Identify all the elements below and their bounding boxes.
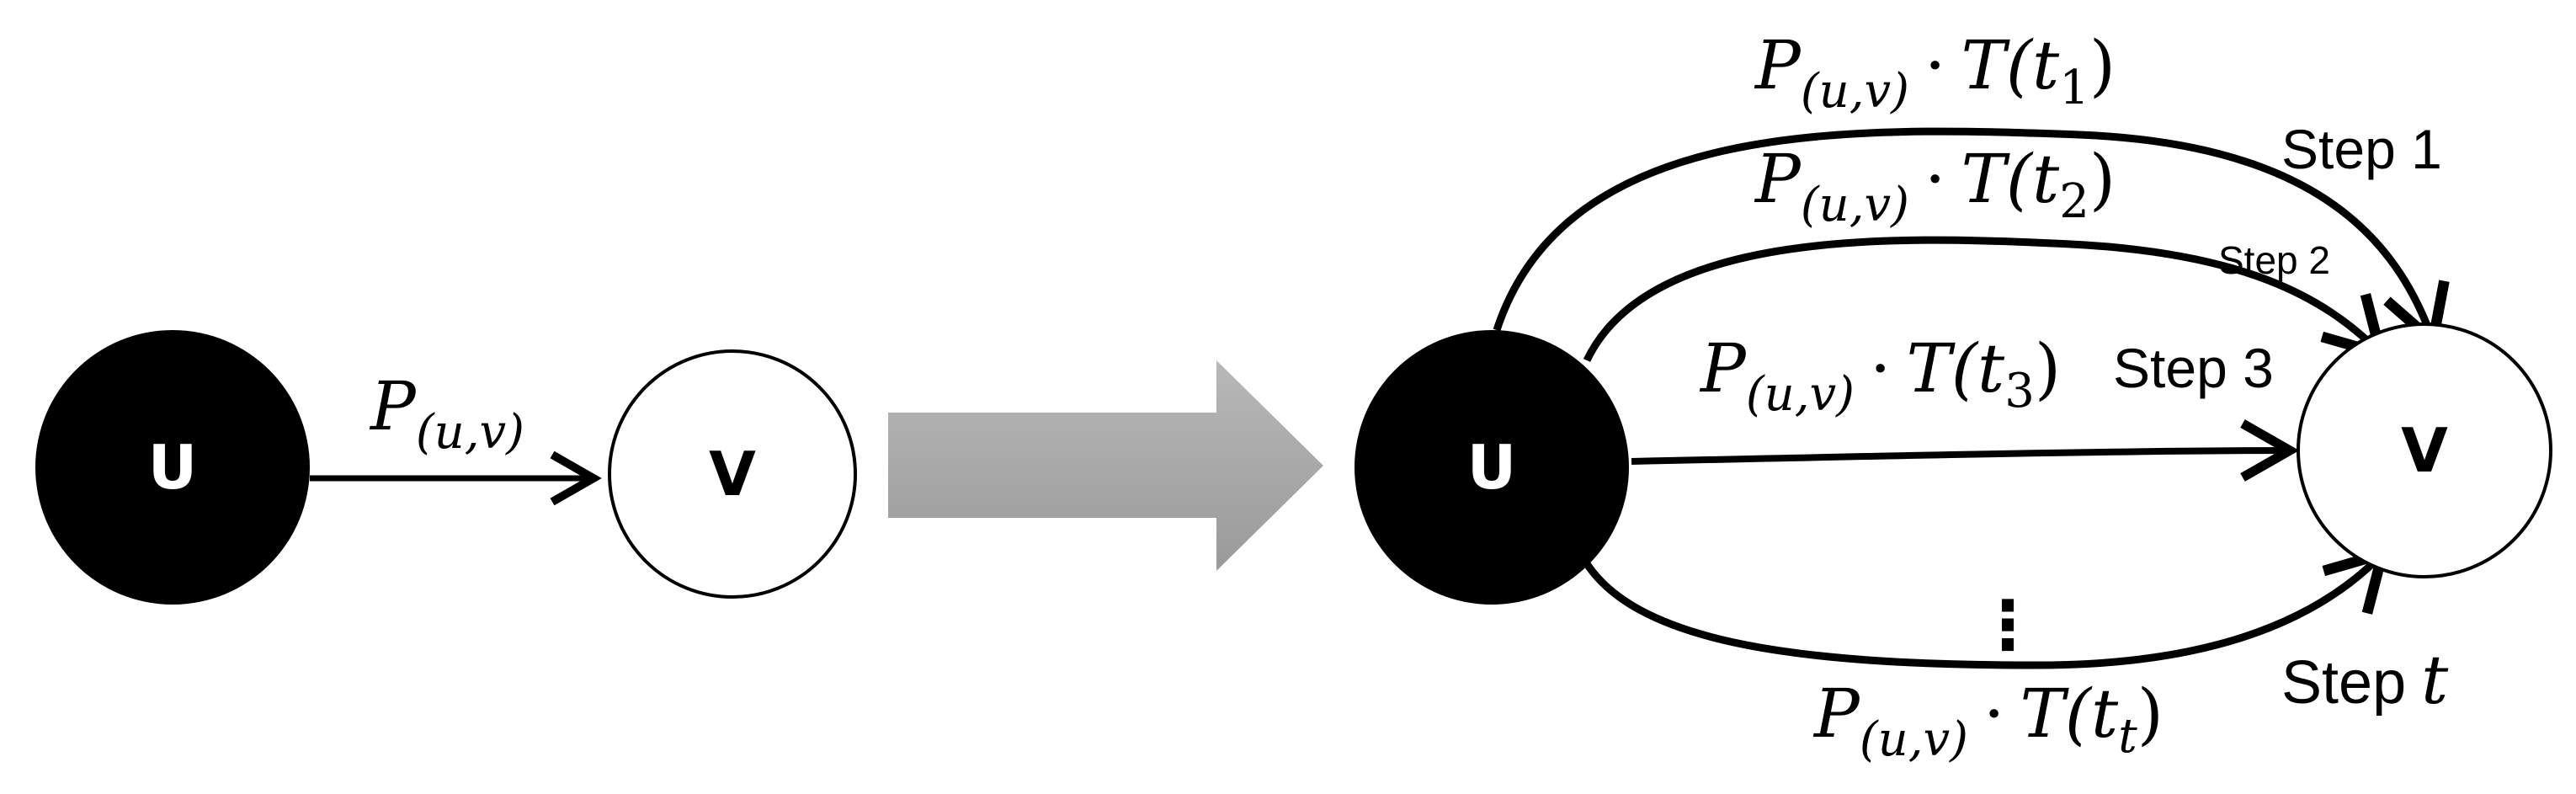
edge-label-3: P(u,v)·T(t3)	[1699, 329, 2061, 422]
step-label-2: Step 2	[2218, 238, 2330, 282]
edge-label-t: P(u,v)·T(tt)	[1812, 674, 2164, 767]
edge-step-2	[1583, 236, 2388, 362]
edge-label-2: P(u,v)·T(t2)	[1754, 140, 2116, 232]
left-graph: U P(u,v) V	[35, 330, 857, 605]
right-node-v	[2297, 322, 2552, 578]
left-node-u-label: U	[148, 432, 197, 503]
edge-label-1: P(u,v)·T(t1)	[1754, 26, 2116, 119]
left-node-u	[35, 330, 310, 605]
transform-arrow	[888, 360, 1323, 571]
edge-step-3	[1631, 419, 2300, 482]
left-edge-label: P(u,v)	[369, 367, 524, 460]
right-graph: U V P(u,v)·T(t1) Step 1 P(u,v)·T(t2) Ste…	[1355, 26, 2552, 767]
left-node-v	[608, 349, 857, 599]
edge-step-1	[1493, 127, 2450, 352]
right-node-u-label: U	[1467, 432, 1516, 503]
right-node-v-label: V	[2401, 415, 2448, 486]
edge-step-t	[1581, 546, 2390, 669]
step-label-3: Step 3	[2113, 337, 2274, 399]
left-node-v-label: V	[709, 439, 756, 509]
step-label-1: Step 1	[2281, 118, 2442, 180]
ellipsis: ⋮	[1974, 586, 2041, 664]
right-node-u	[1355, 330, 1629, 605]
